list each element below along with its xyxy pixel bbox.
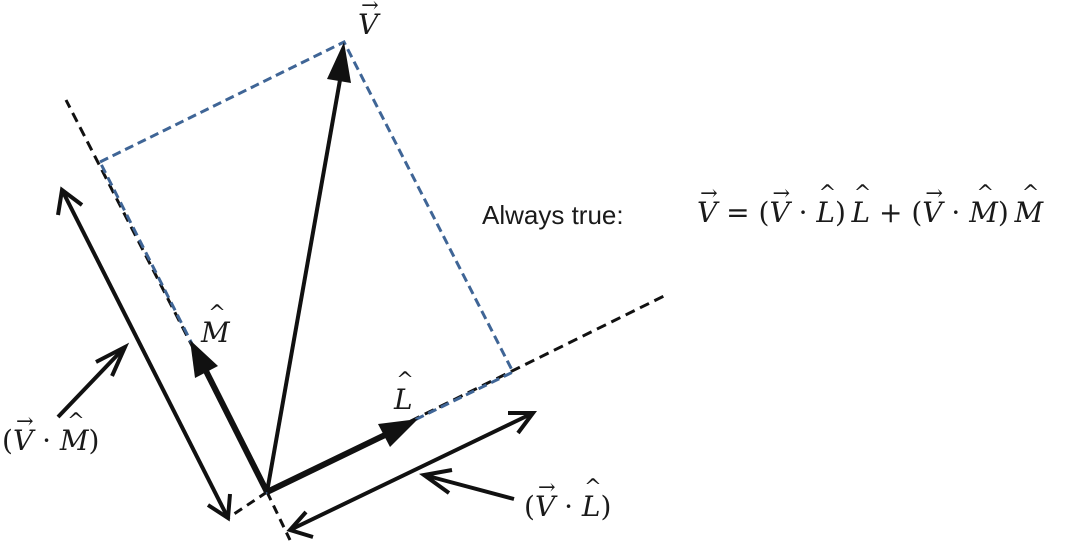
m-symbol: M <box>59 424 89 457</box>
hat-accent: ^ <box>396 367 414 392</box>
hat-accent: ^ <box>67 408 85 433</box>
v-dot-m-extent-arrow <box>60 189 230 519</box>
paren-close: ) <box>88 424 100 457</box>
m-hat-label: ^M <box>201 302 230 349</box>
l-symbol: L <box>394 383 413 416</box>
v-dot-l-pointer-arrow <box>423 473 515 501</box>
vector-arrow-accent: → <box>700 180 718 205</box>
v-dot-m-pointer-arrowhead-icon <box>95 342 130 377</box>
m-hat-arrowhead-icon <box>190 340 218 378</box>
v-vector-label: →V <box>358 0 379 41</box>
vector-arrow-accent: → <box>16 408 34 433</box>
v-dot-l-pointer-arrowhead-icon <box>418 468 453 495</box>
hat-accent: ^ <box>1021 180 1040 205</box>
paren-close: ) <box>997 196 1009 229</box>
m-symbol: M <box>969 196 998 229</box>
v-symbol: V <box>769 196 790 229</box>
l-axis-extension-dashed <box>227 490 268 520</box>
paren-open: ( <box>758 196 770 229</box>
decomposition-equation: →V = (→V · ^L) ^L + (→V · ^M) ^M <box>697 182 1044 229</box>
m-symbol: M <box>201 316 230 349</box>
v-dot-l-arrowhead-left-icon <box>286 510 314 539</box>
v-dot-m-pointer-arrow <box>56 345 127 419</box>
equals-sign: = <box>717 196 759 229</box>
l-hat-label: ^L <box>394 369 414 416</box>
l-hat-shaft <box>265 432 387 495</box>
l-hat-arrowhead-icon <box>378 419 418 447</box>
m-axis-extension-dashed <box>265 491 292 541</box>
v-vector-arrowhead-icon <box>327 42 351 83</box>
dot-operator: · <box>789 196 817 229</box>
hat-accent: ^ <box>584 474 602 499</box>
paren-open: ( <box>911 196 923 229</box>
vector-arrow-accent: → <box>361 0 379 17</box>
dot-operator: · <box>555 490 582 523</box>
v-dot-m-arrowhead-top-icon <box>56 186 84 216</box>
v-vector-shaft <box>265 79 342 493</box>
plus-sign: + <box>870 196 912 229</box>
paren-open: ( <box>524 490 535 523</box>
dot-operator: · <box>942 196 970 229</box>
l-unit-symbol: L <box>851 196 871 229</box>
hat-accent: ^ <box>818 180 837 205</box>
v-symbol: V <box>922 196 943 229</box>
m-unit-symbol: M <box>1014 196 1044 229</box>
dot-operator: · <box>33 424 60 457</box>
paren-open: ( <box>2 424 13 457</box>
l-symbol: L <box>581 490 601 523</box>
vector-arrow-accent: → <box>772 180 791 205</box>
v-dot-l-arrowhead-right-icon <box>508 411 537 435</box>
v-symbol: V <box>358 8 379 41</box>
hat-accent: ^ <box>208 300 226 325</box>
vector-arrow-accent: → <box>925 180 943 205</box>
hat-accent: ^ <box>976 180 995 205</box>
v-symbol: V <box>12 424 34 457</box>
v-symbol: V <box>534 490 556 523</box>
equation-prefix: Always true: <box>482 200 624 230</box>
paren-close: ) <box>834 196 846 229</box>
v-dot-m-arrowhead-bottom-icon <box>206 493 232 522</box>
m-hat-shaft <box>203 369 270 494</box>
v-dot-l-extent-arrow <box>289 411 534 532</box>
v-dot-l-label: (→V · ^L) <box>524 476 612 523</box>
hat-accent: ^ <box>853 180 872 205</box>
l-symbol: L <box>816 196 835 229</box>
v-symbol: V <box>697 196 718 229</box>
paren-close: ) <box>600 490 612 523</box>
v-dot-m-label: (→V · ^M) <box>2 410 100 457</box>
vector-arrow-accent: → <box>538 474 556 499</box>
